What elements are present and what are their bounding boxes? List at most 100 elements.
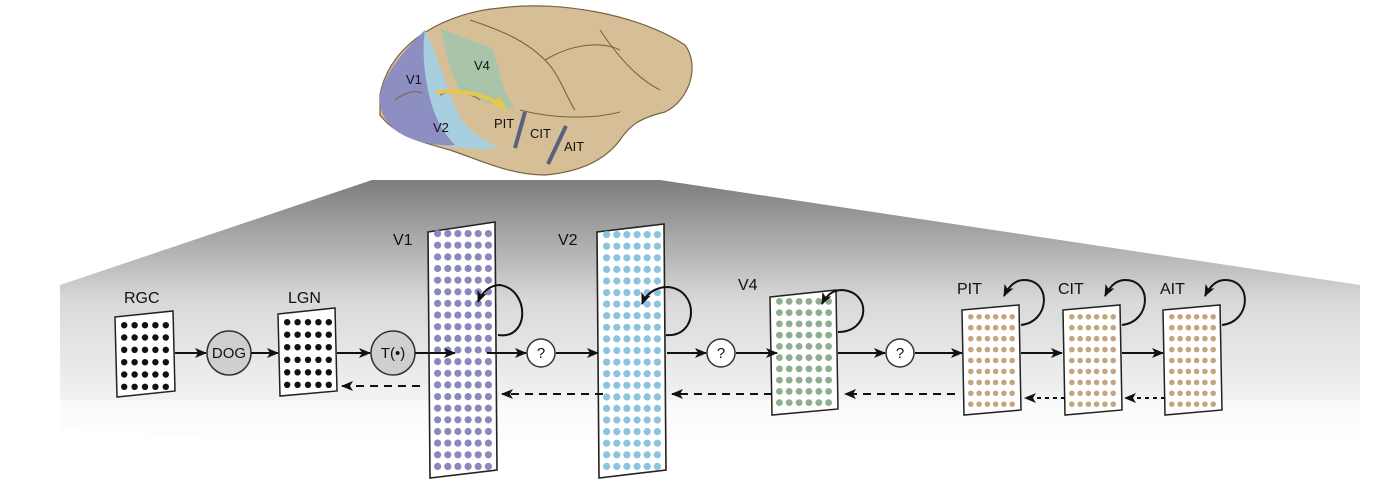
unit-dot bbox=[1001, 335, 1007, 342]
unit-dot bbox=[131, 371, 138, 378]
unit-dot bbox=[785, 354, 793, 361]
unit-dot bbox=[454, 393, 462, 401]
unit-dot bbox=[643, 370, 651, 378]
unit-dot bbox=[1185, 324, 1192, 331]
unit-dot bbox=[152, 383, 159, 390]
unit-dot bbox=[484, 358, 492, 366]
unit-dot bbox=[1193, 314, 1200, 320]
unit-dot bbox=[434, 276, 442, 284]
unit-dot bbox=[805, 298, 813, 305]
unit-dot bbox=[613, 254, 621, 262]
unit-dot bbox=[1193, 390, 1200, 397]
unit-dot bbox=[294, 331, 301, 338]
unit-dot bbox=[304, 344, 312, 351]
unit-dot bbox=[434, 230, 442, 238]
unit-grid-rgc bbox=[121, 322, 169, 390]
unit-dot bbox=[1001, 346, 1007, 353]
unit-dot bbox=[623, 312, 631, 320]
unit-dot bbox=[162, 371, 169, 378]
unit-dot bbox=[1177, 401, 1183, 408]
unit-dot bbox=[1177, 324, 1183, 331]
unit-dot bbox=[776, 331, 783, 339]
unit-dot bbox=[484, 427, 492, 436]
unit-dot bbox=[1009, 401, 1015, 408]
unit-dot bbox=[1185, 335, 1192, 342]
unit-dot bbox=[785, 376, 793, 384]
unit-dot bbox=[623, 370, 631, 378]
unit-dot bbox=[1193, 324, 1200, 331]
unit-dot bbox=[454, 369, 462, 377]
unit-dot bbox=[434, 241, 442, 249]
unit-dot bbox=[444, 230, 452, 238]
unit-dot bbox=[444, 451, 452, 459]
unit-dot bbox=[1102, 401, 1108, 408]
unit-dot bbox=[162, 359, 169, 366]
unit-dot bbox=[795, 376, 803, 384]
unit-dot bbox=[825, 354, 832, 361]
unit-dot bbox=[1193, 401, 1200, 408]
unit-dot bbox=[1193, 379, 1200, 386]
unit-dot bbox=[454, 323, 462, 331]
unit-dot bbox=[785, 388, 793, 395]
unit-dot bbox=[1001, 390, 1007, 397]
unit-dot bbox=[464, 462, 472, 470]
unit-dot bbox=[1169, 335, 1175, 342]
unit-dot bbox=[1177, 357, 1183, 364]
unit-dot bbox=[434, 404, 442, 412]
operator-unknown-3: ? bbox=[885, 338, 915, 368]
unit-grid-v2 bbox=[603, 231, 662, 470]
unit-dot bbox=[643, 265, 651, 273]
unit-dot bbox=[968, 390, 974, 397]
unit-dot bbox=[825, 331, 832, 339]
unit-dot bbox=[805, 354, 813, 361]
unit-dot bbox=[1093, 346, 1100, 353]
unit-dot bbox=[643, 335, 651, 343]
unit-dot bbox=[613, 231, 621, 239]
unit-grid-v4 bbox=[776, 298, 832, 406]
unit-dot bbox=[464, 276, 472, 284]
unit-dot bbox=[484, 439, 492, 447]
unit-dot bbox=[454, 439, 462, 447]
unit-dot bbox=[613, 381, 621, 389]
projection-funnel bbox=[60, 180, 1360, 450]
unit-dot bbox=[474, 276, 482, 284]
unit-dot bbox=[1202, 401, 1208, 408]
unit-dot bbox=[474, 346, 482, 354]
unit-dot bbox=[805, 309, 813, 316]
unit-dot bbox=[484, 276, 492, 284]
unit-dot bbox=[1009, 346, 1015, 353]
unit-dot bbox=[464, 416, 472, 424]
unit-dot bbox=[653, 358, 662, 366]
unit-dot bbox=[776, 365, 783, 373]
unit-dot bbox=[484, 462, 492, 470]
unit-dot bbox=[1102, 314, 1108, 320]
unit-dot bbox=[454, 416, 462, 424]
unit-dot bbox=[454, 462, 462, 470]
unit-dot bbox=[613, 451, 621, 459]
unit-dot bbox=[1169, 357, 1175, 364]
unit-dot bbox=[325, 331, 332, 338]
unit-dot bbox=[613, 277, 621, 285]
layer-panel bbox=[114, 310, 176, 398]
unit-dot bbox=[603, 335, 611, 343]
unit-dot bbox=[434, 264, 442, 273]
unit-grid-cit bbox=[1069, 314, 1116, 408]
unit-dot bbox=[1185, 379, 1192, 386]
unit-dot bbox=[785, 399, 793, 406]
unit-dot bbox=[984, 390, 991, 397]
unit-dot bbox=[984, 314, 991, 320]
unit-dot bbox=[464, 230, 472, 238]
unit-dot bbox=[603, 254, 611, 262]
unit-dot bbox=[1202, 335, 1208, 342]
unit-dot bbox=[992, 324, 999, 331]
unit-dot bbox=[825, 343, 832, 350]
unit-dot bbox=[1001, 368, 1007, 375]
unit-dot bbox=[815, 320, 823, 328]
monkey-brain: V1 V2 V4 PIT CIT AIT bbox=[379, 5, 693, 176]
operator-label-unknown-3: ? bbox=[896, 345, 904, 362]
stage-label-v2: V2 bbox=[558, 232, 578, 249]
sulcus-line bbox=[469, 19, 576, 111]
unit-dot bbox=[1210, 390, 1216, 397]
unit-dot bbox=[1185, 357, 1192, 364]
unit-dot bbox=[284, 344, 291, 351]
